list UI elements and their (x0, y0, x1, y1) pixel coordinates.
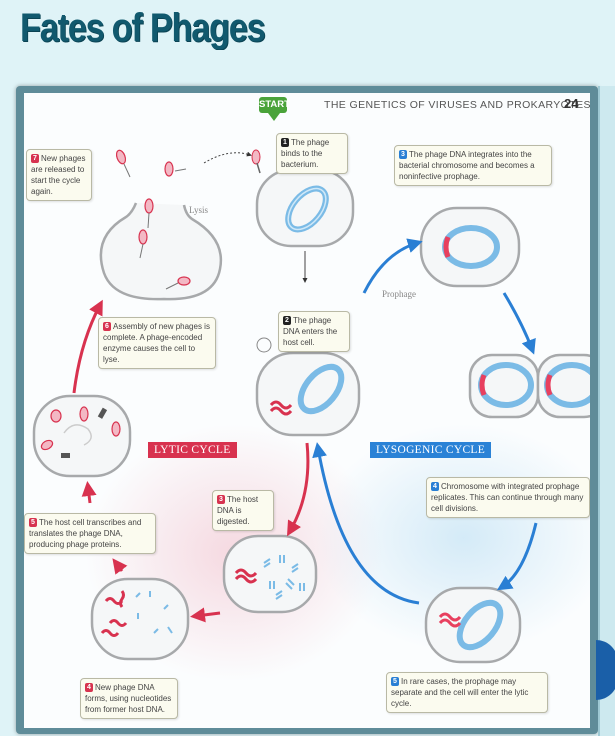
arrow-to-separation (496, 522, 538, 591)
release-to-start-arrow (203, 151, 252, 164)
step-number-badge: 5 (29, 518, 37, 527)
step-number-badge: 2 (283, 316, 291, 325)
callout-text: Chromosome with integrated prophage repl… (431, 482, 584, 513)
arrow-from-new-dna (112, 558, 128, 575)
step-number-badge: 5 (391, 677, 399, 686)
slide-title: Fates of Phages (20, 6, 266, 50)
start-arrow-icon (268, 113, 280, 121)
step-number-badge: 4 (431, 482, 439, 491)
side-panel-edge (598, 86, 615, 736)
cell-start (255, 168, 355, 248)
phage-attaching (251, 149, 261, 174)
callout-text: The phage DNA enters the host cell. (283, 316, 338, 347)
step-number-badge: 3 (399, 150, 407, 159)
prophage-label: Prophage (382, 289, 416, 299)
cell-new-phage-dna (90, 577, 190, 661)
callout-text: The phage binds to the bacterium. (281, 138, 330, 169)
step-number-badge: 4 (85, 683, 93, 692)
cell-dividing (468, 353, 590, 419)
callout-text: The host cell transcribes and translates… (29, 518, 142, 549)
cell-prophage-separated (424, 586, 522, 664)
page-number: 24 (564, 96, 579, 111)
step-number-badge: 7 (31, 154, 39, 163)
cell-host-dna-digested (222, 534, 318, 614)
arrow-to-lysis (72, 299, 103, 394)
arrow-to-dividing (502, 292, 536, 355)
arrow-to-prophage (362, 238, 423, 294)
arrow-back-to-lytic (312, 442, 420, 605)
callout-text: The phage DNA integrates into the bacter… (399, 150, 535, 181)
cell-dna-entering (255, 337, 361, 437)
cell-prophage-integrated (419, 206, 521, 288)
step-number-badge: 6 (103, 322, 111, 331)
side-tab-button[interactable] (596, 640, 615, 700)
cell-producing-proteins (32, 394, 132, 478)
start-badge: START (259, 97, 290, 113)
arrow-to-producing (81, 481, 97, 504)
lysogenic-cycle-label: LYSOGENIC CYCLE (370, 442, 492, 458)
lytic-cycle-label: LYTIC CYCLE (148, 442, 237, 458)
running-head: THE GENETICS OF VIRUSES AND PROKARYOTES (324, 99, 590, 111)
step-number-badge: 1 (281, 138, 289, 147)
arrow-to-new-dna (190, 607, 221, 623)
callout-text: In rare cases, the prophage may separate… (391, 677, 529, 708)
step-number-badge: 3 (217, 495, 225, 504)
callout-text: The host DNA is digested. (217, 495, 259, 526)
callout-text: New phages are released to start the cyc… (31, 154, 86, 196)
phage-cycle-diagram: Lysis Prophage (32, 149, 590, 664)
textbook-page: THE GENETICS OF VIRUSES AND PROKARYOTES … (24, 93, 590, 728)
callout-text: Assembly of new phages is complete. A ph… (103, 322, 210, 364)
arrow-to-digested (286, 442, 310, 537)
cell-lysis (99, 149, 223, 301)
lysis-label: Lysis (189, 205, 209, 215)
callout-text: New phage DNA forms, using nucleotides f… (85, 683, 172, 714)
